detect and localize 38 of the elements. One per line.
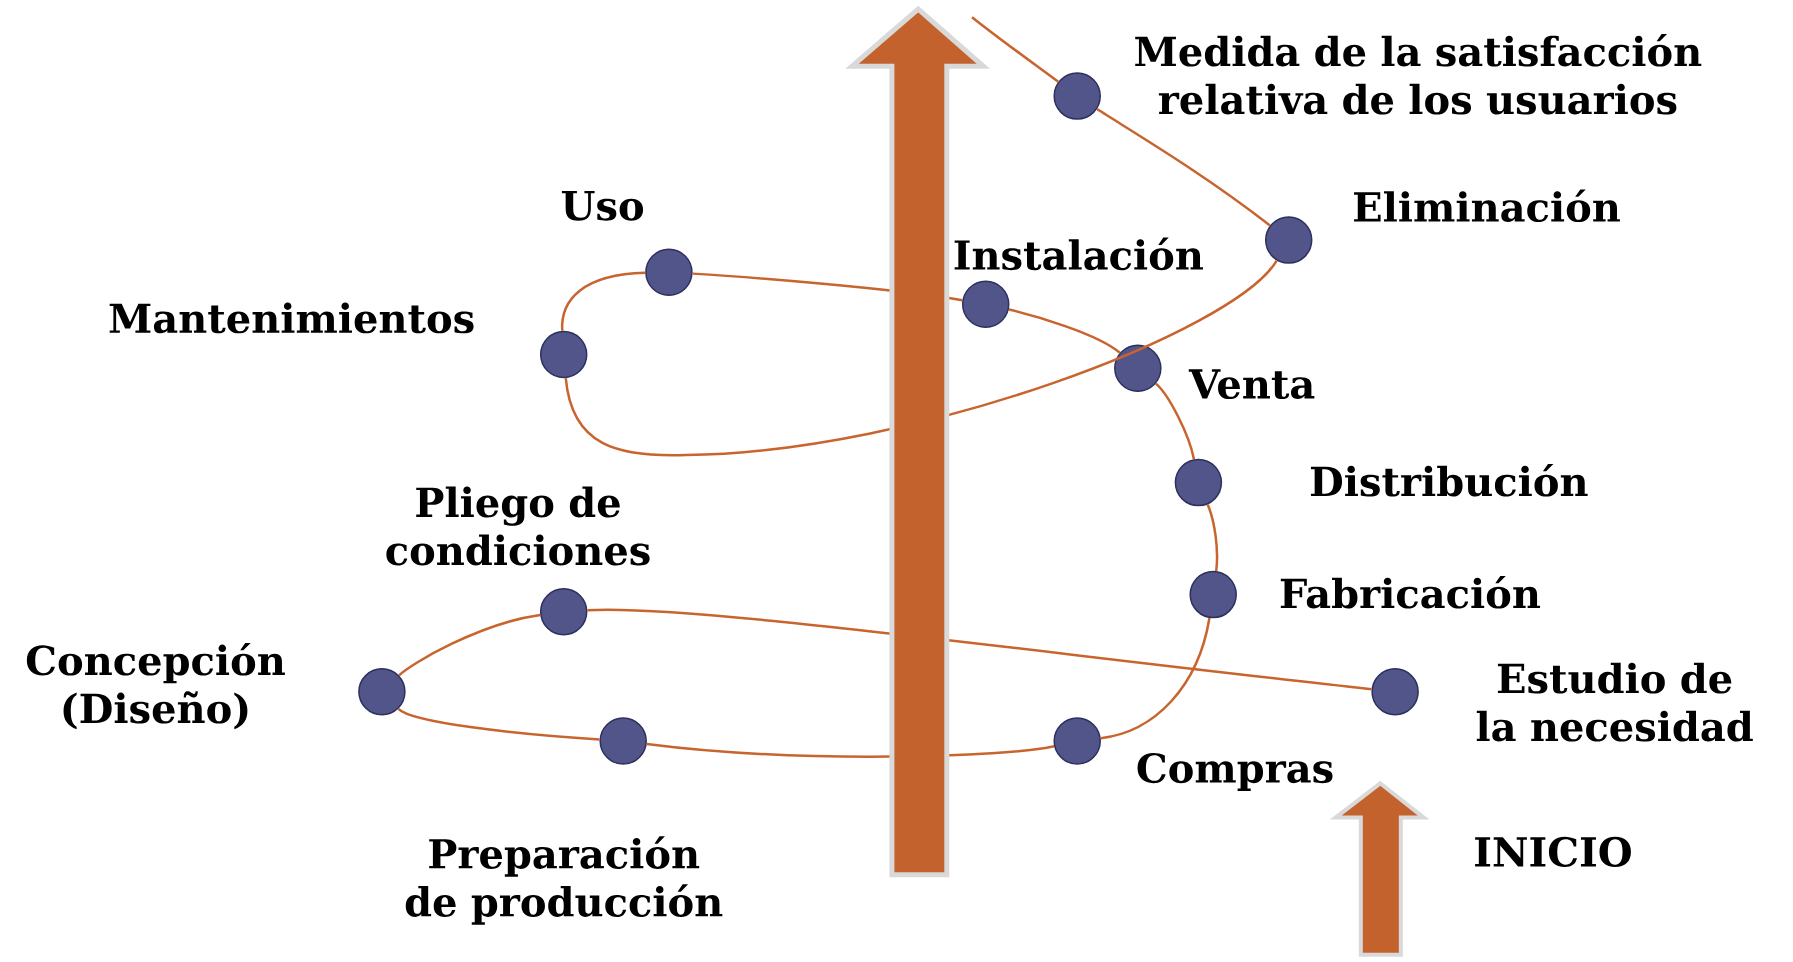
spiral-curve xyxy=(561,271,646,331)
dot xyxy=(645,248,693,296)
spiral-curve xyxy=(1008,308,1121,354)
step-label: Preparación de producción xyxy=(405,836,723,925)
spiral-curve xyxy=(1155,382,1196,460)
spiral-curve xyxy=(564,259,1278,457)
dot xyxy=(539,588,588,636)
step-label: Pliego de condiciones xyxy=(386,486,650,566)
dot xyxy=(1114,344,1162,392)
spiral-curve xyxy=(398,613,541,677)
step-label: Estudio de la necesidad xyxy=(1476,662,1753,742)
step-label: Distribución xyxy=(1310,464,1588,497)
step-label: Uso xyxy=(561,190,644,221)
step-label: Instalación xyxy=(954,237,1203,271)
dot xyxy=(539,330,588,379)
dot xyxy=(1189,570,1237,619)
dot xyxy=(1264,216,1313,264)
dot xyxy=(961,280,1010,328)
step-label: Eliminación xyxy=(1354,189,1620,223)
spiral-curve xyxy=(397,707,600,741)
start-label: INICIO xyxy=(1475,836,1631,867)
dot xyxy=(599,717,647,765)
step-label: Medida de la satisfacción relativa de los usuarios xyxy=(1135,34,1702,115)
spiral-curve xyxy=(1096,108,1271,227)
spiral-curve xyxy=(1206,504,1219,572)
spiral-curve xyxy=(971,16,1059,83)
dot xyxy=(358,668,406,716)
spiral-curve xyxy=(1100,617,1211,740)
dot xyxy=(1053,717,1101,765)
step-label: Fabricación xyxy=(1280,576,1540,609)
dot xyxy=(1174,458,1223,507)
dot xyxy=(1053,72,1101,120)
spiral-curve xyxy=(587,608,1372,691)
dot xyxy=(1371,668,1419,716)
step-label: Concepción (Diseño) xyxy=(26,643,285,730)
step-label: Compras xyxy=(1137,752,1333,791)
step-label: Venta xyxy=(1188,369,1315,400)
step-label: Mantenimientos xyxy=(109,302,474,334)
